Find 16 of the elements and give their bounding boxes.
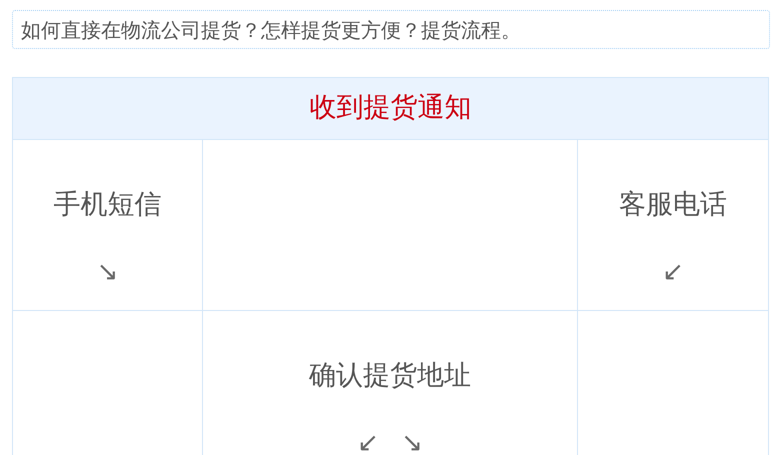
arrow-symbol: ↘ [96,259,118,285]
arrow-symbol: ↙ [662,259,684,285]
table-cell [577,310,769,455]
step-text: 手机短信 [54,188,162,222]
table-cell [577,139,769,310]
table-cell [202,310,577,455]
heading-text: 收到提货通知 [310,92,472,124]
table-cell [202,139,577,310]
step-text: 客服电话 [619,188,727,222]
step-text: 确认提货地址 [309,360,471,392]
question-box [12,10,770,49]
table-cell [12,139,202,310]
header-bar [12,77,769,139]
table-cell [12,310,202,455]
arrow-symbol: ↙ ↘ [357,430,423,455]
question-text: 如何直接在物流公司提货？怎样提货更方便？提货流程。 [21,18,521,42]
